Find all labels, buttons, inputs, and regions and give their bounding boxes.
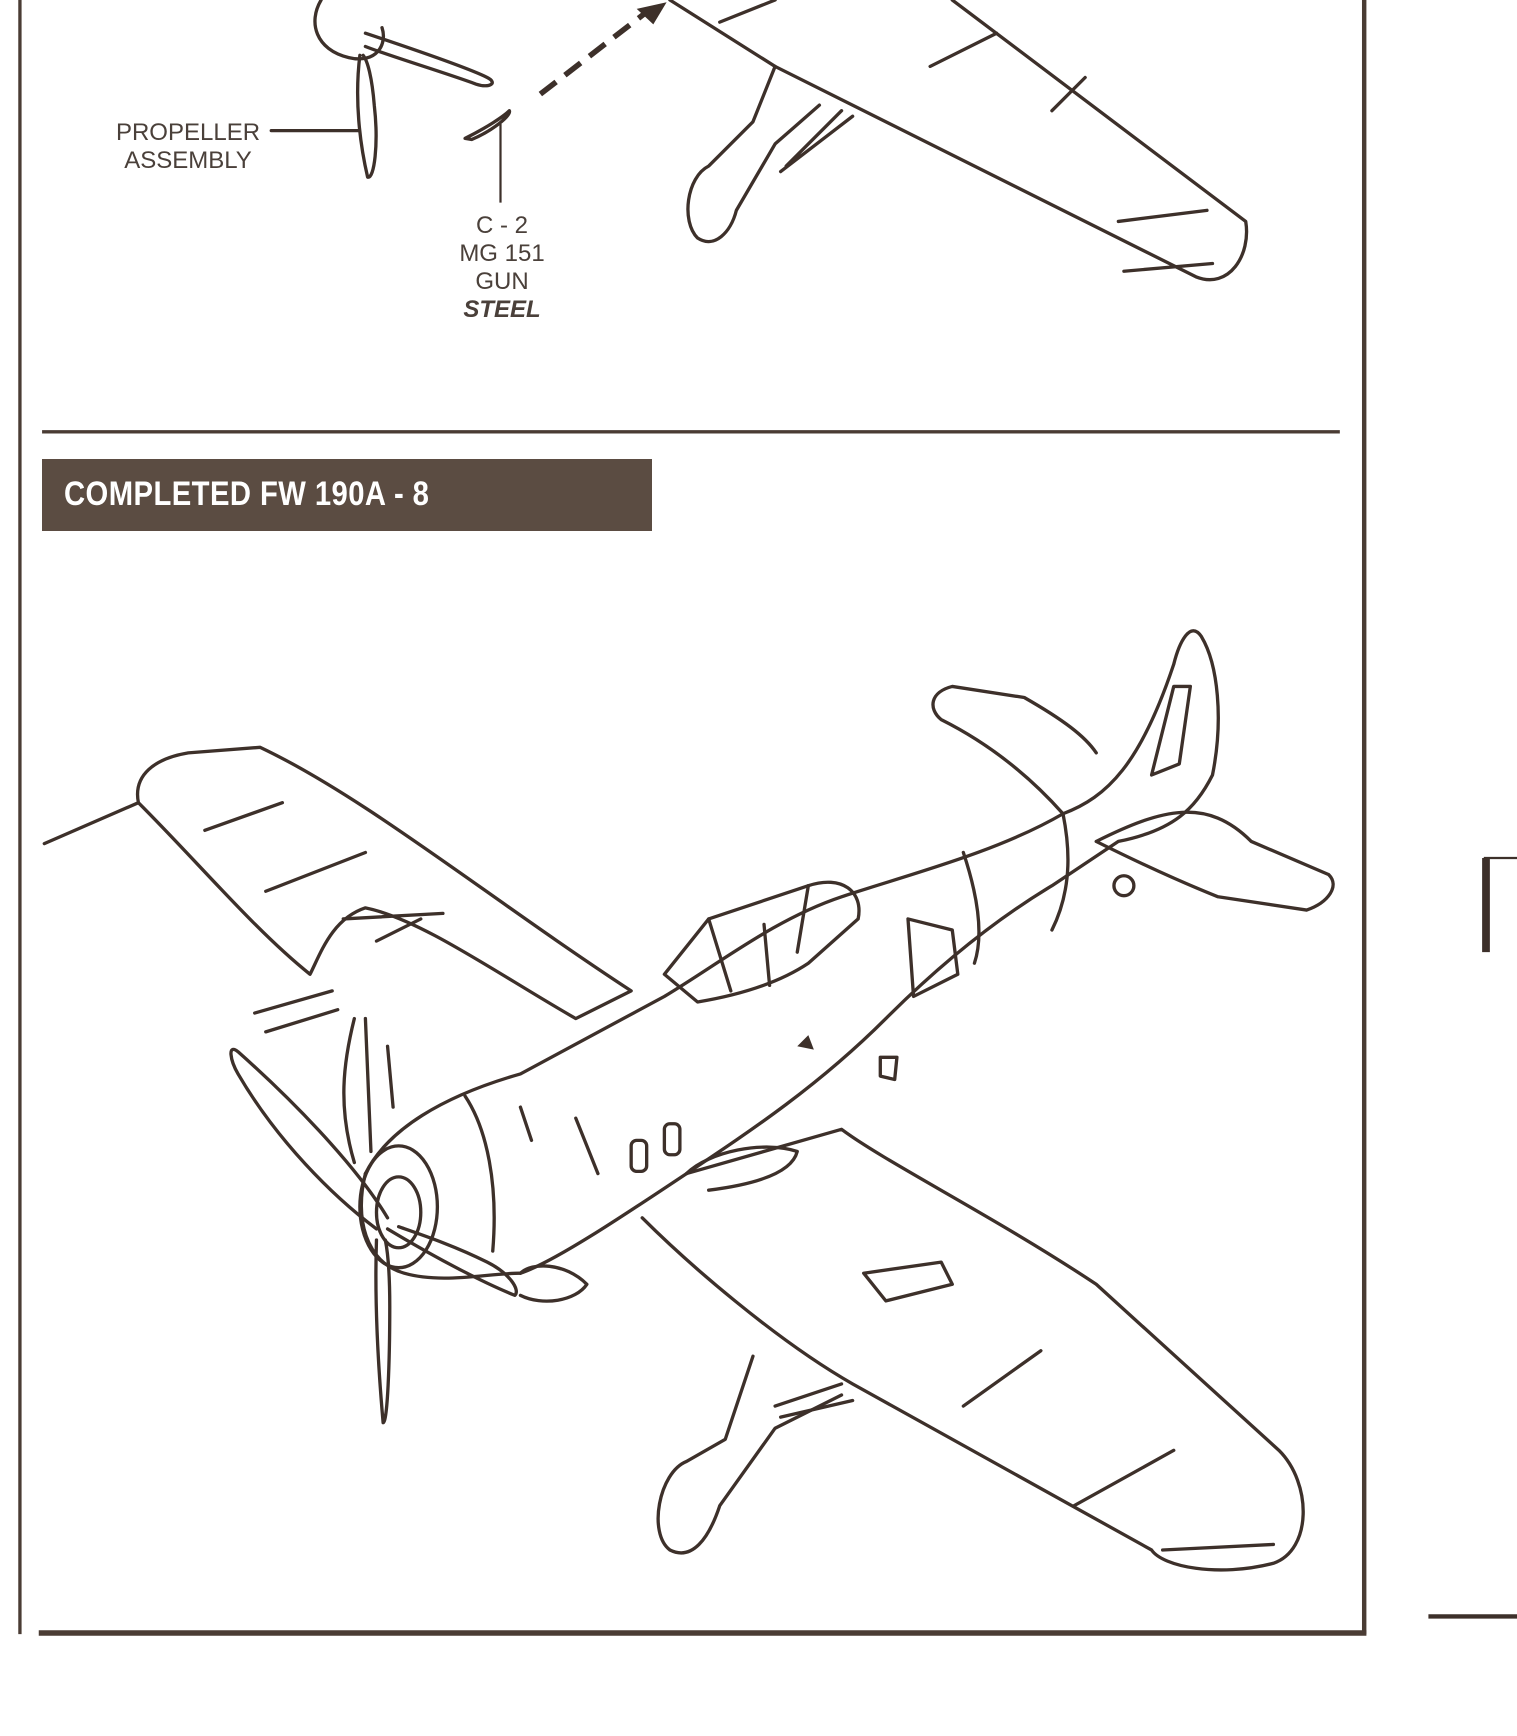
gun-name-line2: GUN [475, 268, 529, 295]
propeller-label-line1: PROPELLER [115, 119, 261, 146]
gun-part-number: C - 2 [475, 212, 528, 239]
section-title-banner: COMPLETED FW 190A - 8 [42, 459, 652, 531]
gun-name: MG 151 [459, 240, 545, 267]
completed-aircraft-drawing [42, 629, 1335, 1572]
gun-callout-label: C - 2 MG 151 GUN STEEL [440, 212, 564, 324]
propeller-label-line2: ASSEMBLY [124, 147, 252, 174]
section-title: COMPLETED FW 190A - 8 [64, 475, 430, 513]
propeller-assembly-label: PROPELLER ASSEMBLY [108, 119, 268, 175]
gun-paint-color: STEEL [463, 296, 541, 323]
assembly-step-drawing [269, 0, 1249, 282]
